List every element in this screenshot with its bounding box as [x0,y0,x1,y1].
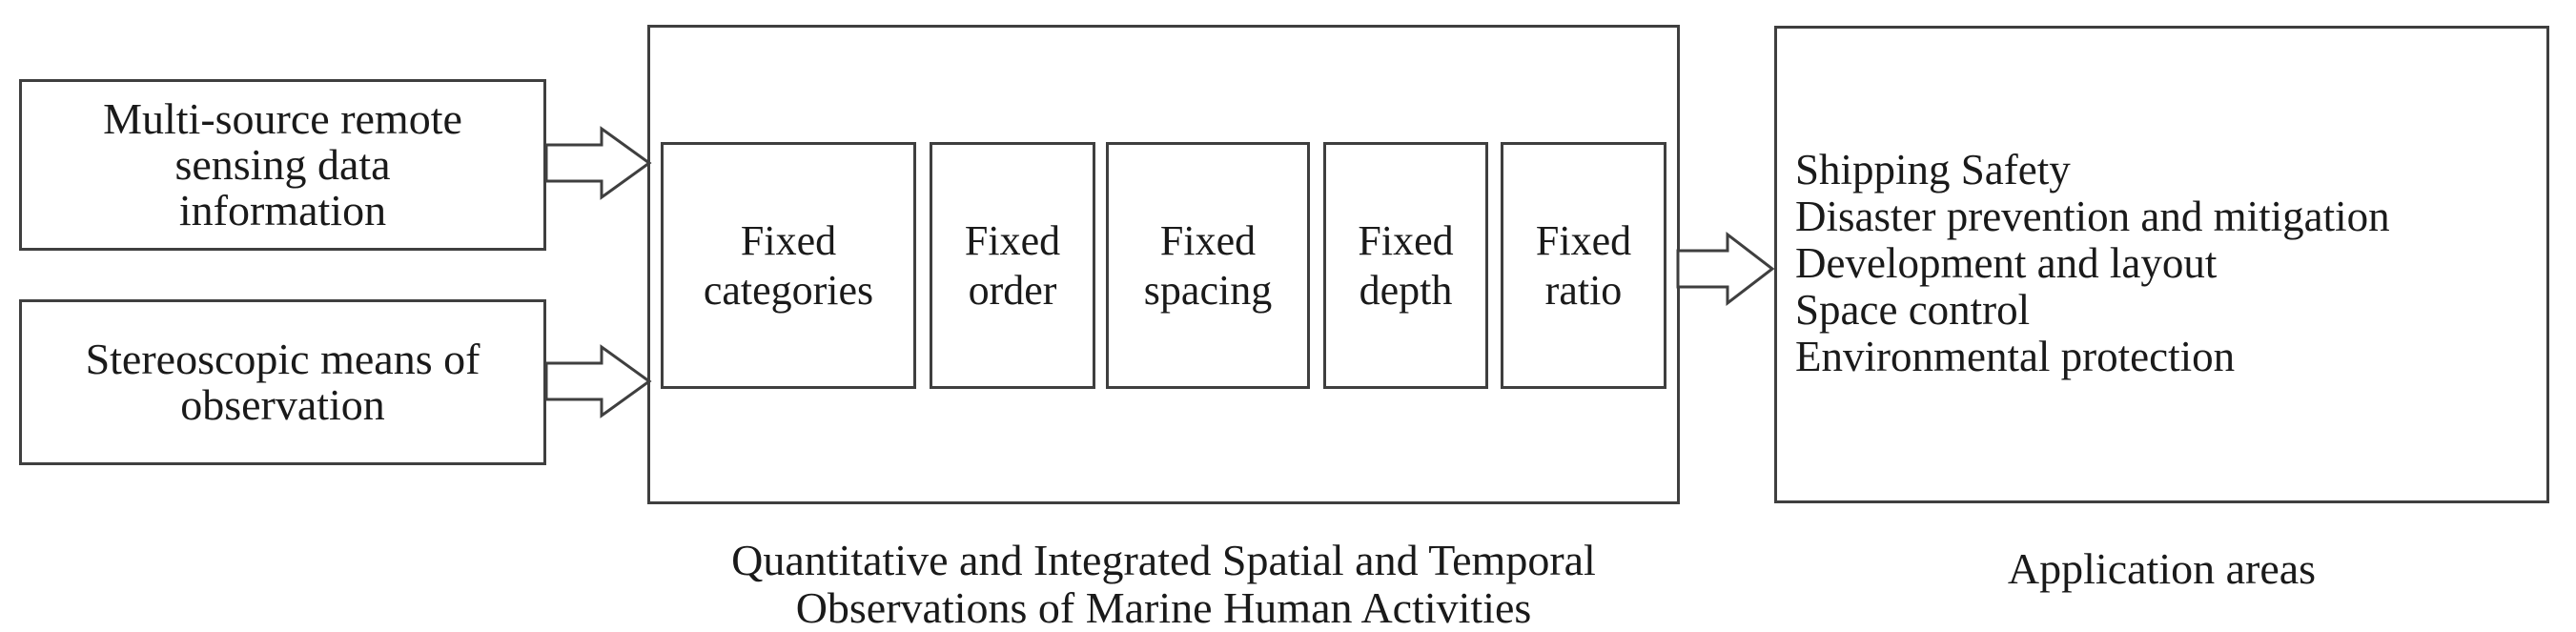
process-item-label-line: Fixed [1159,216,1257,264]
process-item-fixed-depth: Fixed depth [1323,142,1488,389]
process-caption-line: Observations of Marine Human Activities [795,583,1532,632]
process-caption-line: Quantitative and Integrated Spatial and … [731,536,1596,584]
process-item-fixed-ratio: Fixed ratio [1501,142,1666,389]
application-areas-caption: Application areas [1774,545,2549,593]
output-list-item: Shipping Safety [1795,146,2071,194]
process-item-label: Fixed order [932,145,1093,386]
application-areas-caption-line: Application areas [2007,544,2317,593]
process-item-label-line: Fixed [1358,216,1454,264]
output-list-item: Environmental protection [1795,333,2236,380]
input-box-label-line: sensing data [174,140,391,189]
process-item-label: Fixed spacing [1109,145,1307,386]
process-item-label-line: Fixed [964,216,1061,264]
process-item-label: Fixed categories [664,145,913,386]
input-box-label-line: information [178,186,387,234]
process-item-label-line: Fixed [1535,216,1632,264]
process-item-label-line: categories [703,266,874,314]
output-list-item: Space control [1795,286,2031,334]
input-box-stereoscopic-observation: Stereoscopic means of observation [19,299,546,465]
output-list-item: Development and layout [1795,239,2218,287]
output-list: Shipping Safety Disaster prevention and … [1795,147,2390,380]
process-item-label-line: spacing [1143,266,1273,314]
flow-arrow-icon [544,126,652,200]
input-box-label-line: Multi-source remote [103,94,462,143]
process-item-label-line: depth [1359,266,1453,314]
process-item-label-line: order [968,266,1057,314]
input-box-label: Stereoscopic means of observation [22,302,543,462]
input-box-label-line: Stereoscopic means of [85,335,480,383]
flow-arrow-icon [1676,231,1775,307]
input-box-label: Multi-source remote sensing data informa… [22,82,543,248]
process-item-fixed-categories: Fixed categories [661,142,916,389]
flow-arrow-icon [544,344,652,418]
process-item-fixed-spacing: Fixed spacing [1106,142,1310,389]
output-box-application-areas: Shipping Safety Disaster prevention and … [1774,26,2549,503]
input-box-multi-source-remote-sensing: Multi-source remote sensing data informa… [19,79,546,251]
process-item-label-line: Fixed [740,216,837,264]
output-list-item: Disaster prevention and mitigation [1795,193,2390,240]
process-caption: Quantitative and Integrated Spatial and … [609,537,1718,632]
process-item-fixed-order: Fixed order [930,142,1095,389]
input-box-label-line: observation [180,380,385,429]
process-item-label-line: ratio [1544,266,1623,314]
process-item-label: Fixed depth [1326,145,1485,386]
process-item-label: Fixed ratio [1503,145,1664,386]
